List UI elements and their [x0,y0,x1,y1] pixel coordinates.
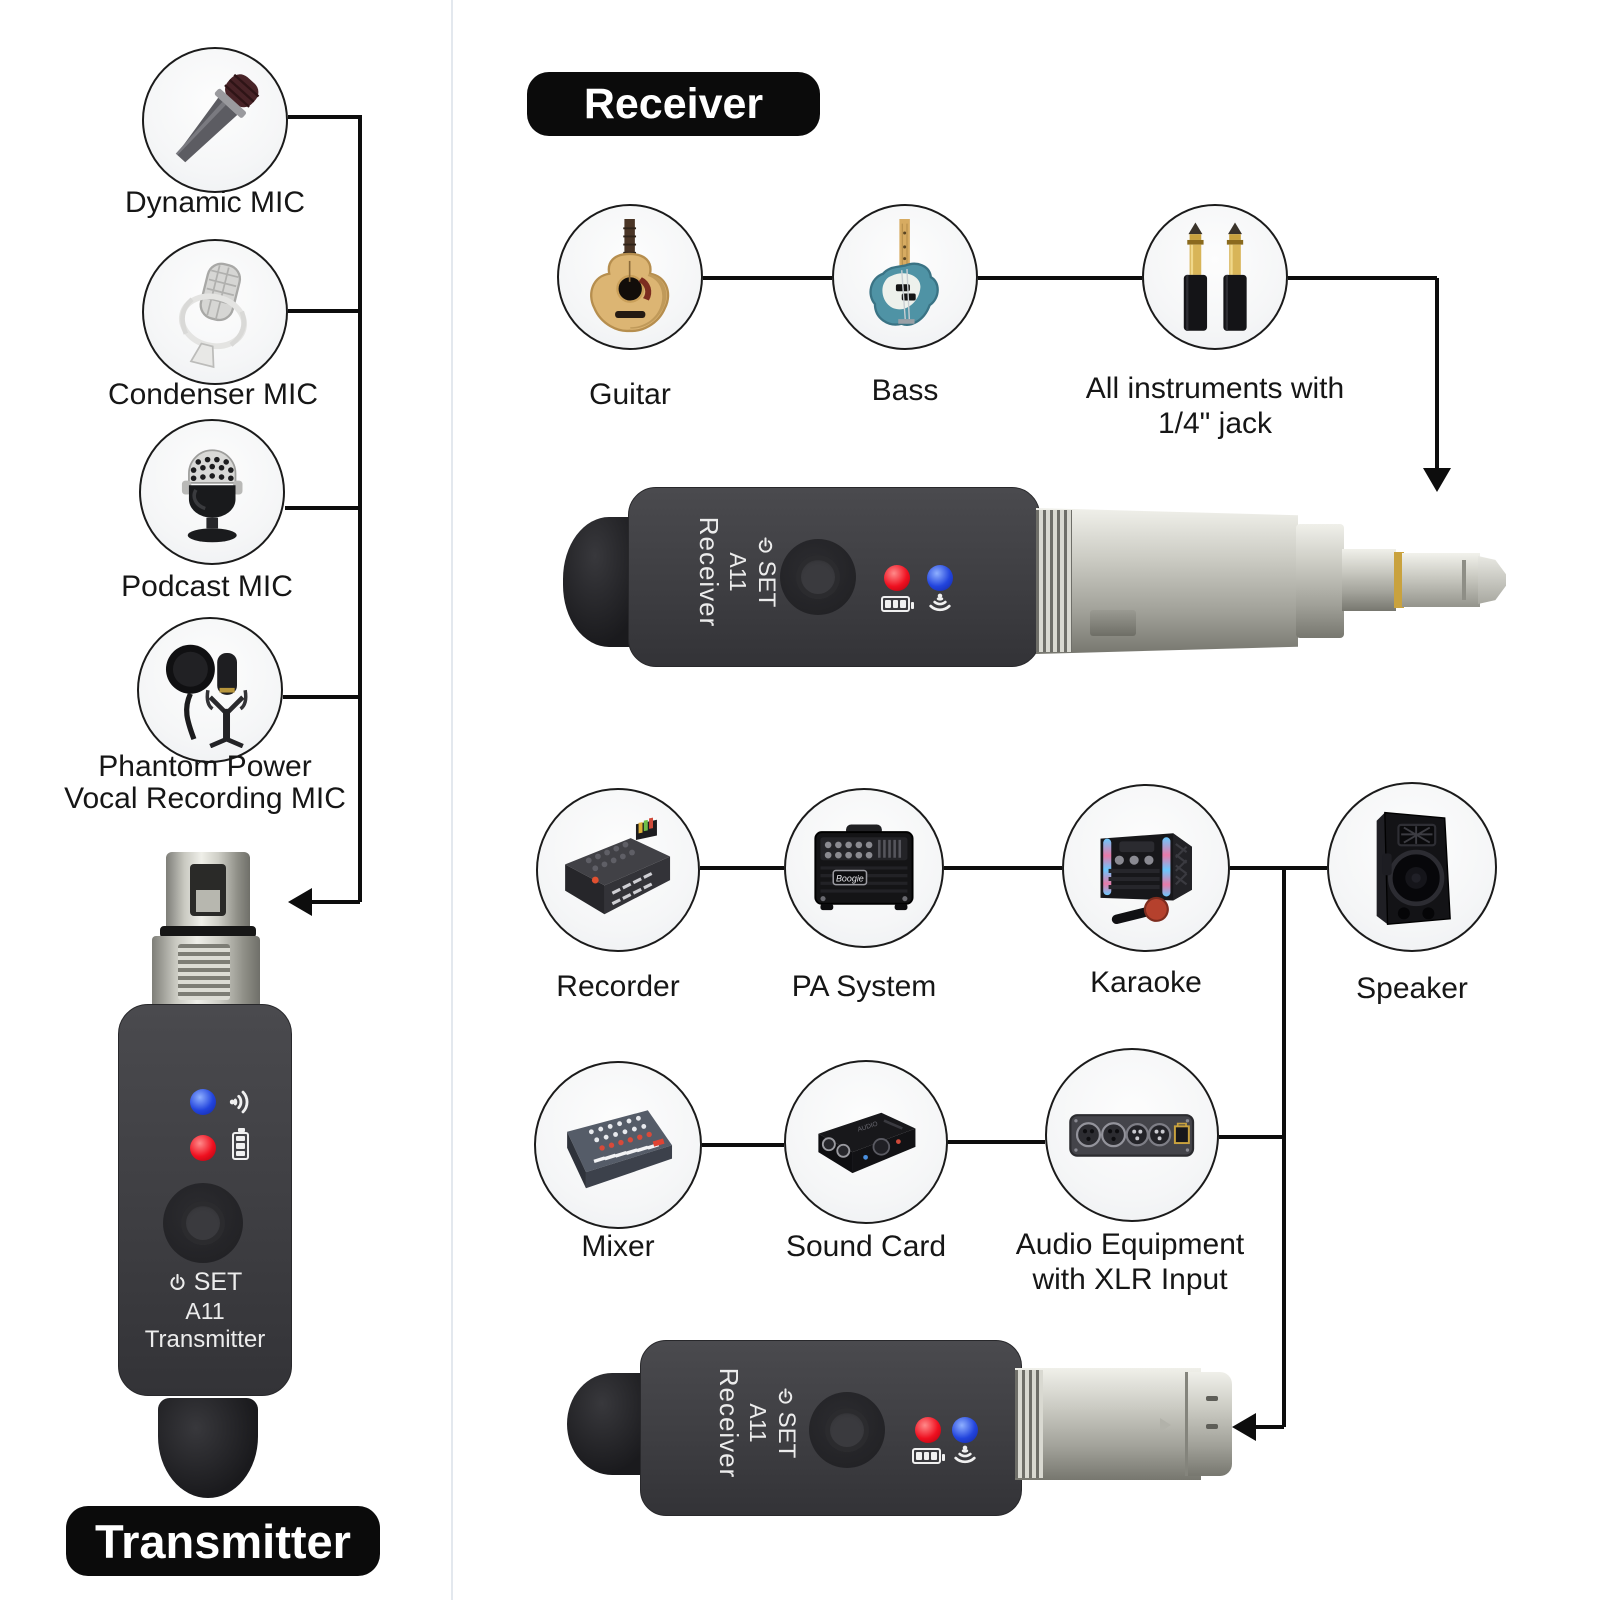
xlr-latch-inner [196,890,220,912]
output-label-speaker: Speaker [1356,972,1468,1005]
transmitter-battery-led [190,1135,216,1161]
output-label-xlr-2: with XLR Input [1032,1263,1228,1296]
arrow-to-receiver-bottom [1232,1413,1256,1441]
receiver-top-text: SET A11 Receiver [694,487,780,657]
instrument-circle-bass [832,204,978,350]
output-label-xlr-1: Audio Equipment [1015,1228,1245,1261]
receiver-top-role-label: Receiver [694,516,724,628]
xlr-pin [1206,1424,1218,1429]
mic-source-circle-dynamic [142,47,288,193]
condenser-mic-icon [178,262,247,368]
bass-icon [869,218,939,326]
recorder-icon [565,818,671,915]
receiver-badge: Receiver [527,72,820,136]
receiver-top-signal-led [927,565,953,591]
output-circle-soundcard: AUDIO [784,1060,948,1224]
sound-card-icon: AUDIO [818,1113,916,1174]
mic-source-label-phantom-1: Phantom Power [98,750,312,783]
transmitter-badge: Transmitter [66,1506,380,1576]
instrument-label-jack-2: 1/4" jack [1157,407,1273,440]
receiver-bottom-battery-led [915,1417,941,1443]
podcast-mic-icon [181,449,243,543]
xlr-pin [1206,1396,1218,1401]
receiver-top-xlr-adapter [1036,508,1298,654]
receiver-bottom-text: SET A11 Receiver [714,1338,800,1508]
receiver-top-set-button-center [796,555,840,599]
mic-source-circle-condenser [142,239,288,385]
battery-icon [881,596,914,612]
output-label-pa: PA System [791,970,937,1003]
output-circle-recorder [536,788,700,952]
battery-icon [912,1448,945,1464]
xlr-knurl [1015,1370,1043,1478]
transmitter-antenna-cap [158,1398,258,1498]
battery-icon [232,1128,249,1160]
xlr-ring [160,926,256,938]
output-circle-pa: Boogie [784,788,944,948]
pa-brand-badge: Boogie [836,873,864,883]
receiver-bottom-set-button-center [825,1408,869,1452]
receiver-top-model-label: A11 [725,552,751,592]
instrument-circle-jack [1142,204,1288,350]
arrow-to-transmitter [288,888,312,916]
receiver-bottom-role-label: Receiver [714,1367,744,1479]
output-circle-xlr-equipment [1045,1048,1219,1222]
quarter-inch-jack-icon [1183,222,1247,331]
wifi-icon [954,1445,976,1464]
output-circle-mixer [534,1061,702,1229]
mic-source-label-dynamic: Dynamic MIC [124,186,306,219]
mic-source-label-phantom-2: Vocal Recording MIC [64,782,346,815]
pa-system-icon: Boogie [814,824,914,911]
arrow-to-receiver-top [1423,468,1451,492]
receiver-bottom-set-label: SET [772,1338,800,1508]
receiver-bottom-signal-led [952,1417,978,1443]
speaker-icon [1376,811,1451,925]
adapter-latch [1090,610,1136,636]
wifi-icon [929,593,951,612]
output-circle-speaker [1327,782,1497,952]
phantom-power-mic-icon [165,644,248,749]
receiver-top-set-label: SET [752,487,780,657]
receiver-bottom-model-label: A11 [745,1403,771,1443]
transmitter-signal-led [190,1089,216,1115]
plug-barrel [1402,553,1480,607]
output-circle-karaoke [1062,784,1230,952]
adapter-collar [1296,524,1344,638]
power-icon [758,536,773,553]
instrument-label-bass: Bass [871,374,939,407]
wifi-icon [229,1090,249,1114]
output-label-mixer: Mixer [581,1230,655,1263]
transmitter-set-label: SET [118,1268,292,1297]
adapter-knurl [1036,510,1072,652]
transmitter-set-button-center [181,1201,225,1245]
transmitter-model-label: A11 [185,1298,225,1324]
output-label-karaoke: Karaoke [1090,966,1202,999]
plug-notch [1462,560,1466,600]
power-icon [778,1387,793,1404]
karaoke-icon [1100,833,1192,924]
power-icon [170,1273,185,1290]
output-label-recorder: Recorder [556,970,680,1003]
mic-source-label-condenser: Condenser MIC [107,378,319,411]
instrument-circle-guitar [557,204,703,350]
mic-source-label-podcast: Podcast MIC [121,570,293,603]
xlr-panel-icon [1069,1114,1195,1158]
xlr-barrel-ridges [178,944,230,1000]
instrument-label-guitar: Guitar [589,378,671,411]
mixer-icon [566,1110,672,1189]
dynamic-mic-icon [175,73,260,162]
mic-source-circle-podcast [139,419,285,565]
receiver-top-battery-led [884,565,910,591]
plug-gold-ring [1394,552,1404,608]
xlr-notch-marker [1160,1418,1171,1432]
transmitter-role-label: Transmitter [144,1326,266,1353]
guitar-icon [589,218,669,332]
plug-shaft [1342,549,1396,611]
output-label-soundcard: Sound Card [785,1230,947,1263]
instrument-label-jack-1: All instruments with [1085,372,1345,405]
mic-source-circle-phantom [137,617,283,763]
transmitter-badge-text: Transmitter [95,1514,351,1568]
receiver-badge-text: Receiver [583,79,764,128]
